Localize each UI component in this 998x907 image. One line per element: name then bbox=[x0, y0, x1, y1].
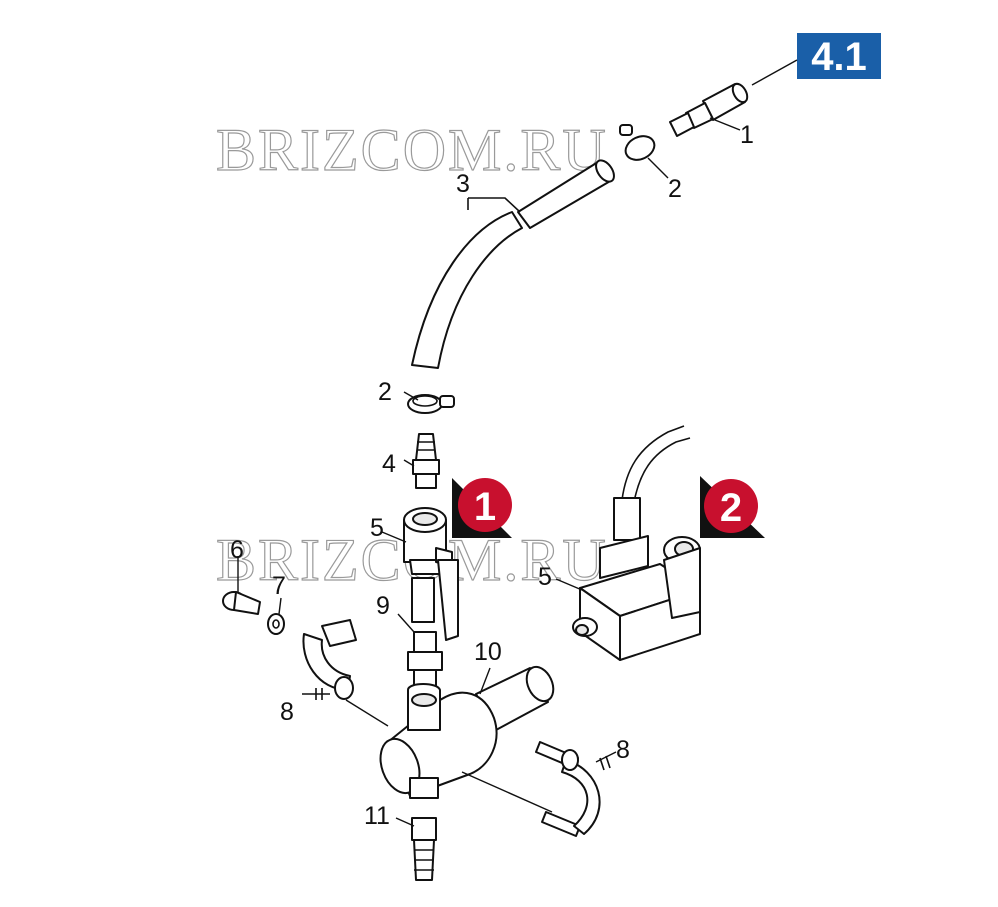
variant-marker-2-circle bbox=[704, 479, 758, 533]
callout-2-top: 2 bbox=[668, 175, 682, 203]
callout-2-middle: 2 bbox=[378, 378, 392, 406]
section-badge-leader bbox=[751, 59, 798, 86]
part-hose-barb bbox=[395, 817, 437, 881]
part-hose-clamp-middle bbox=[403, 391, 455, 414]
variant-marker-2-label: 2 bbox=[720, 486, 742, 530]
callout-1: 1 bbox=[740, 121, 754, 149]
section-badge: 4.1 bbox=[751, 33, 881, 86]
watermark-top: BRIZCOM.RU bbox=[216, 117, 608, 183]
part-screw bbox=[222, 556, 261, 615]
variant-marker-2: 2 bbox=[700, 476, 765, 538]
part-bracket-right bbox=[535, 741, 617, 837]
part-valve-variant-1 bbox=[381, 507, 459, 641]
section-badge-box bbox=[797, 33, 881, 79]
part-hose-nipple bbox=[403, 433, 440, 489]
callout-7: 7 bbox=[272, 572, 286, 600]
part-hose bbox=[411, 159, 615, 369]
variant-marker-1-circle bbox=[458, 478, 512, 532]
callout-5-right: 5 bbox=[538, 563, 552, 591]
callout-10: 10 bbox=[474, 638, 502, 666]
variant-marker-1: 1 bbox=[452, 478, 512, 538]
callout-6: 6 bbox=[230, 536, 244, 564]
variant-marker-1-label: 1 bbox=[474, 485, 496, 529]
callout-labels: 1 2 3 2 4 5 5 6 7 9 10 8 8 11 bbox=[230, 121, 754, 830]
part-washer bbox=[267, 597, 285, 635]
part-hose-clamp-top bbox=[619, 124, 669, 179]
part-filter-housing bbox=[345, 665, 555, 813]
section-badge-label: 4.1 bbox=[811, 35, 867, 79]
part-connector-fitting bbox=[669, 82, 749, 137]
callout-11: 11 bbox=[364, 802, 390, 830]
part-double-nipple bbox=[397, 613, 443, 687]
part-bracket-left bbox=[302, 619, 357, 700]
callout-3: 3 bbox=[456, 170, 470, 198]
callout-8-left: 8 bbox=[280, 698, 294, 726]
callout-4: 4 bbox=[382, 450, 396, 478]
part-solenoid-valve-variant-2 bbox=[555, 425, 701, 661]
callout-9: 9 bbox=[376, 592, 390, 620]
callout-5-left: 5 bbox=[370, 514, 384, 542]
callout-8-right: 8 bbox=[616, 736, 630, 764]
